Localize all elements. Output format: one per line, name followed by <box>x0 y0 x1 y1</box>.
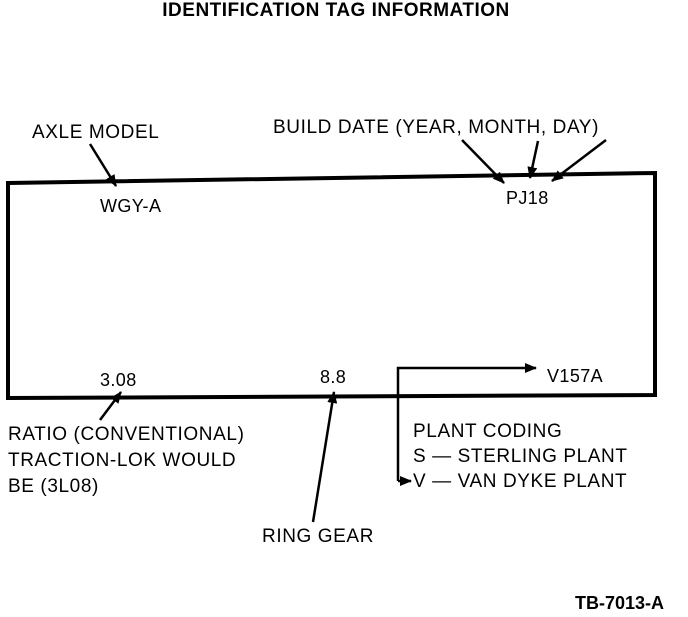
ratio-value: 3.08 <box>100 370 137 390</box>
axle-model-label: AXLE MODEL <box>32 122 159 143</box>
build-date-code: PJ18 <box>506 188 549 208</box>
build-date-month-arrow <box>527 140 540 179</box>
axle-model-arrow <box>88 143 118 187</box>
axle-code: WGY-A <box>100 196 161 216</box>
plant-coding-title: PLANT CODING <box>413 421 562 442</box>
plant-coding-arrow <box>396 363 537 481</box>
build-date-year-arrow <box>461 139 505 184</box>
figure-id: TB-7013-A <box>575 593 664 612</box>
ring-gear-value: 8.8 <box>320 367 346 387</box>
ratio-label-line-3: BE (3L08) <box>8 476 99 497</box>
diagram-title: IDENTIFICATION TAG INFORMATION <box>162 0 509 21</box>
plant-coding-sterling: S — STERLING PLANT <box>413 446 628 467</box>
plant-code: V157A <box>547 366 603 386</box>
ratio-label-line-2: TRACTION-LOK WOULD <box>8 450 236 471</box>
ring-gear-label: RING GEAR <box>262 526 374 547</box>
identification-tag-outline <box>6 170 657 401</box>
ratio-arrow <box>99 391 122 421</box>
build-date-label: BUILD DATE (YEAR, MONTH, DAY) <box>273 117 599 138</box>
plant-coding-van-dyke: V — VAN DYKE PLANT <box>413 471 627 492</box>
ring-gear-arrow <box>311 391 338 523</box>
ratio-label-line-1: RATIO (CONVENTIONAL) <box>8 424 245 445</box>
build-date-day-arrow <box>551 139 607 182</box>
